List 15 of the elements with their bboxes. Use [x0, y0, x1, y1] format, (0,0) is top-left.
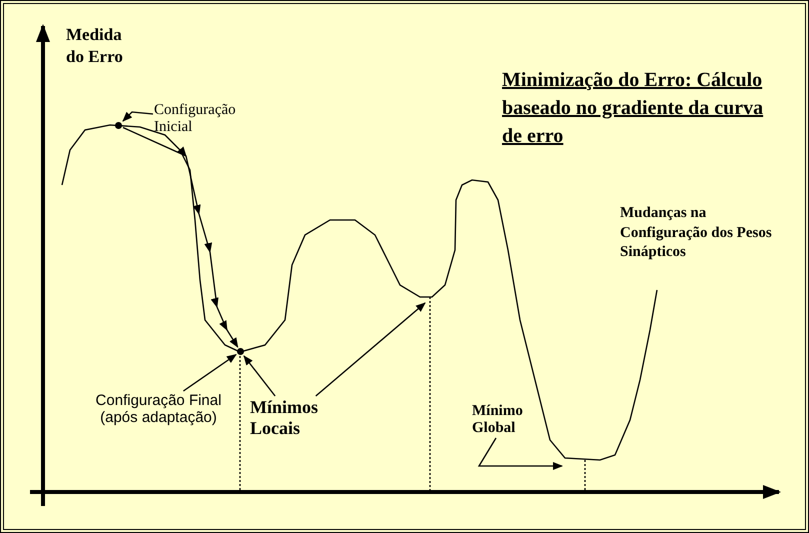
annotation-text: Configuração Inicial: [154, 102, 254, 136]
annotation-text: Configuração Final (após adaptação): [76, 392, 241, 426]
annotation-text: Mínimos Locais: [250, 397, 330, 439]
title: Minimização do Erro: Cálculo baseado no gradiente da curva de erro: [502, 68, 764, 149]
point-marker: [237, 348, 244, 355]
leader-arrow: [478, 438, 563, 470]
leader-arrow: [122, 111, 154, 122]
axis-label: Mudanças na Configuração dos Pesos Sinápticos: [620, 204, 773, 262]
leader-arrow: [183, 354, 237, 392]
annotation-text: Mínimo Global: [472, 403, 542, 437]
leader-arrow: [315, 302, 426, 396]
gradient-step-arrows: [122, 126, 238, 348]
point-marker: [115, 122, 122, 129]
leader-arrow: [243, 355, 276, 396]
axis-label: Medida do Erro: [66, 24, 124, 68]
